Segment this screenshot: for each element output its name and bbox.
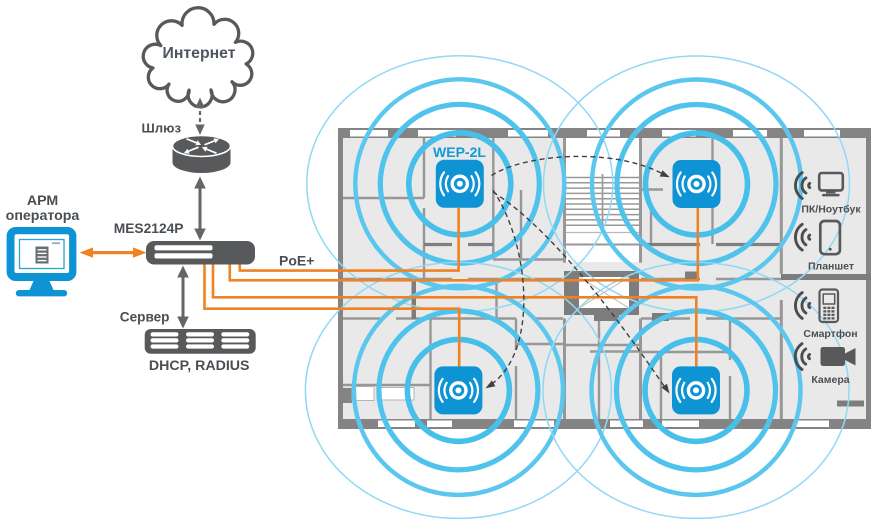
- svg-text:Сервер: Сервер: [120, 310, 170, 325]
- svg-text:Смартфон: Смартфон: [803, 328, 857, 340]
- svg-text:АРМ: АРМ: [27, 193, 58, 209]
- svg-text:Планшет: Планшет: [808, 261, 854, 273]
- svg-text:DHCP, RADIUS: DHCP, RADIUS: [149, 358, 250, 374]
- svg-text:WEP-2L: WEP-2L: [433, 144, 486, 160]
- svg-text:ПК/Ноутбук: ПК/Ноутбук: [801, 204, 861, 216]
- svg-text:Шлюз: Шлюз: [142, 121, 182, 136]
- svg-text:Интернет: Интернет: [163, 45, 236, 62]
- svg-text:Камера: Камера: [811, 374, 849, 386]
- svg-text:оператора: оператора: [6, 208, 80, 224]
- svg-text:MES2124P: MES2124P: [114, 221, 184, 236]
- svg-text:PoE+: PoE+: [279, 252, 314, 268]
